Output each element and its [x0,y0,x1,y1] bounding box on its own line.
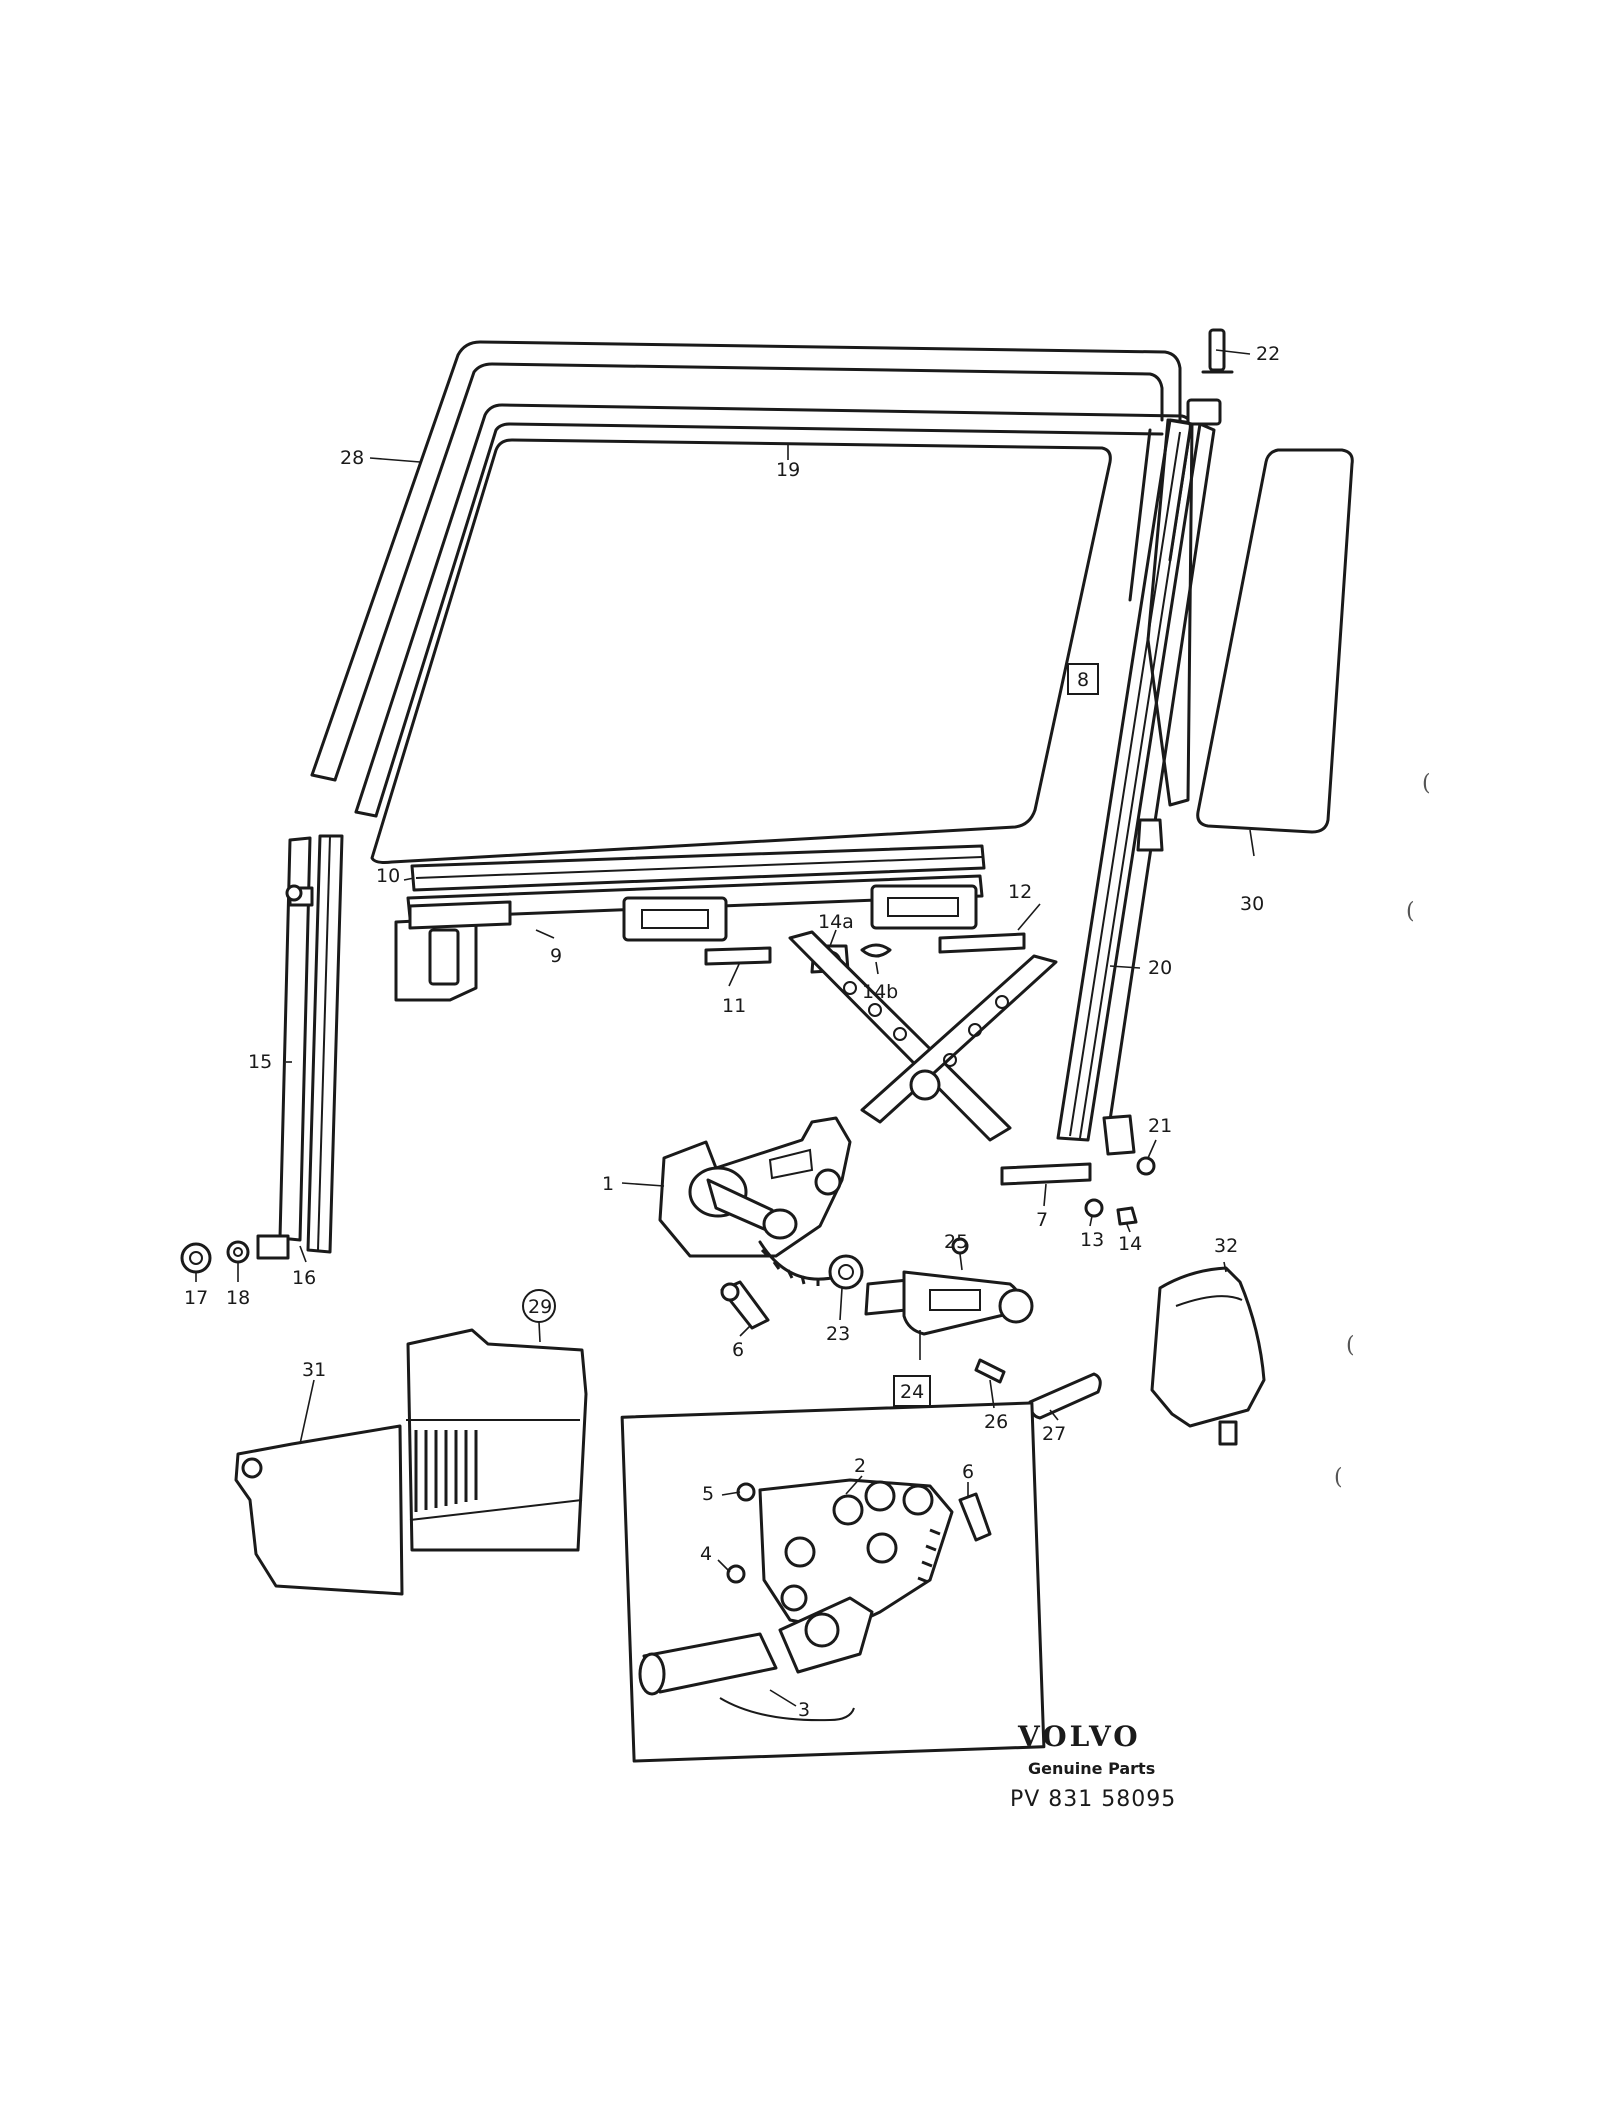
margin-mark: ( [1346,1333,1355,1358]
margin-mark: ( [1406,899,1415,924]
callout-8: 8 [1077,669,1089,691]
part-32-cover [1150,1266,1266,1446]
margin-mark: ( [1334,1465,1343,1490]
part-1-window-regulator [658,1116,852,1286]
callout-6-inset: 6 [962,1461,974,1483]
callout-19: 19 [776,459,800,481]
part-24-crank-handle [864,1270,1034,1336]
callout-24-box [893,1375,931,1407]
part-16-bracket [256,1234,290,1260]
part-14b-clip [860,943,892,958]
brand-block: VOLVO Genuine Parts PV 831 58095 [1010,1720,1176,1812]
callout-11: 11 [722,995,746,1017]
part-13-washer [1084,1198,1104,1218]
callout-15: 15 [248,1051,272,1073]
part-4-screw [726,1564,746,1584]
brand-part-code: PV 831 58095 [1010,1787,1176,1812]
callout-12: 12 [1008,881,1032,903]
callout-6: 6 [732,1339,744,1361]
part-9-lift-rail [394,874,984,1002]
part-5-screw [736,1482,756,1502]
part-3-motor [638,1596,874,1722]
callout-8-box [1067,663,1099,695]
callout-16: 16 [292,1267,316,1289]
part-29-insulation-pad [406,1328,588,1552]
callout-29: 29 [528,1296,552,1318]
callout-1: 1 [602,1173,614,1195]
part-2-power-regulator-plate [758,1478,954,1632]
callout-2: 2 [854,1455,866,1477]
callout-18: 18 [226,1287,250,1309]
callout-32: 32 [1214,1235,1238,1257]
brand-tagline: Genuine Parts [1028,1759,1155,1778]
callout-9: 9 [550,945,562,967]
callout-7: 7 [1036,1209,1048,1231]
part-8-window-glass [370,438,1112,864]
margin-mark: ( [1422,771,1431,796]
part-26-screw [974,1358,1006,1384]
part-18-washer [226,1240,250,1264]
callout-23: 23 [826,1323,850,1345]
part-21-bracket [1102,1114,1156,1176]
callout-26: 26 [984,1411,1008,1433]
callout-21: 21 [1148,1115,1172,1137]
callout-29-circle [522,1289,556,1323]
brand-name: VOLVO [1017,1720,1141,1753]
callout-10: 10 [376,865,400,887]
part-regulator-scissor-arms [788,930,1058,1142]
callout-17: 17 [184,1287,208,1309]
part-6-pin-inset [958,1492,992,1542]
part-28-outer-frame-seal [310,340,1182,782]
part-7-slider [1000,1162,1092,1186]
callout-30: 30 [1240,893,1264,915]
callout-13: 13 [1080,1229,1104,1251]
part-10-glass-channel [410,844,986,892]
part-14-clip [1116,1206,1138,1226]
part-25-screw [951,1237,969,1255]
callout-3: 3 [798,1699,810,1721]
callout-24: 24 [900,1381,924,1403]
leader-lines [195,349,1255,1707]
callout-4: 4 [700,1543,712,1565]
callout-31: 31 [302,1359,326,1381]
part-sliders [622,884,1026,966]
callout-14b: 14b [862,981,898,1003]
part-17-nut [180,1242,212,1274]
callout-14: 14 [1118,1233,1142,1255]
callout-20: 20 [1148,957,1172,979]
inset-power-regulator [620,1401,1046,1763]
part-23-escutcheon [828,1254,864,1290]
callout-22: 22 [1256,343,1280,365]
callout-27: 27 [1042,1423,1066,1445]
callout-25: 25 [944,1231,968,1253]
part-15-16-rear-guide-channel [278,834,344,1254]
callout-28: 28 [340,447,364,469]
part-31-plastic-sheet [234,1424,404,1596]
margin-marks: ( ( ( ( [1334,771,1431,1490]
part-6-pin [720,1280,770,1330]
callout-5: 5 [702,1483,714,1505]
part-30-quarter-glass [1136,418,1354,852]
callout-14a: 14a [818,911,854,933]
callout-labels: 22 28 19 8 30 20 12 14a 14b 11 10 9 15 1… [184,343,1280,1721]
part-27-trim [1028,1372,1102,1420]
part-22-clip [1186,328,1234,426]
